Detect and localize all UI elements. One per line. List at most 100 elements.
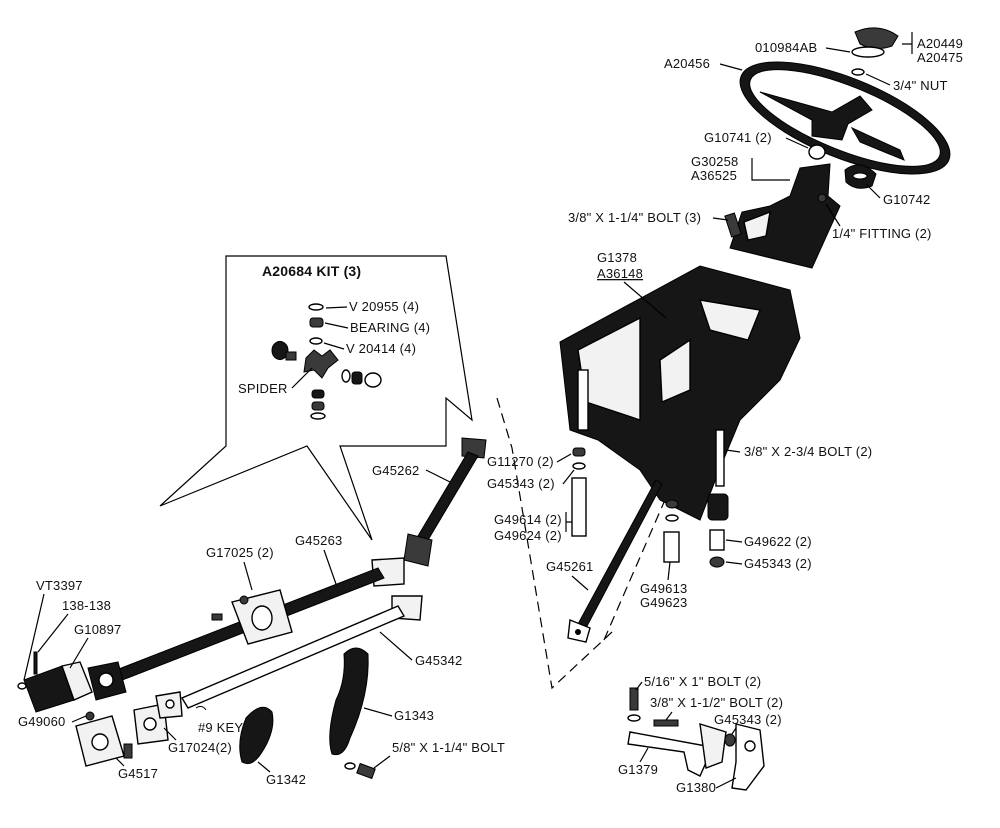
shaft-g45342: [180, 595, 423, 709]
bracket-g1379-ear: [699, 723, 727, 769]
v20955-washer-right: [364, 372, 382, 388]
leader-g1342: [257, 761, 271, 773]
leader-g10897: [69, 637, 89, 669]
yoke-g10897-face: [61, 661, 93, 701]
g49614-spacer: [571, 477, 587, 537]
flange-bolt: [724, 212, 742, 238]
bracket-top-face: [698, 299, 761, 341]
bracket-bolt-right: [715, 429, 725, 487]
g45343-nut-right: [709, 556, 725, 568]
label-g11270: G11270 (2): [487, 454, 554, 469]
bolt-5-16-washer: [627, 714, 641, 722]
g17024-hole-b: [165, 699, 175, 709]
label-fitting-1-4: 1/4" FITTING (2): [832, 226, 932, 241]
leader-g17025: [243, 561, 253, 591]
bracket-a20449: [902, 32, 913, 54]
g49060-nut: [85, 711, 95, 721]
v20414-ring-top: [309, 337, 323, 345]
label-g1379: G1379: [618, 762, 658, 777]
leader-g49060: [71, 715, 87, 723]
leader-g10741: [785, 137, 809, 149]
label-a20456: A20456: [664, 56, 710, 71]
end-yoke-assembly: [17, 651, 207, 767]
leader-fitting-1-4: [825, 203, 841, 227]
label-010984ab: 010984AB: [755, 40, 817, 55]
leader-nut-3-4: [865, 73, 891, 86]
label-key-9: #9 KEY: [198, 720, 243, 735]
bracket-g1380: [731, 723, 765, 791]
bearing-cup-right: [351, 371, 363, 385]
label-v20955: V 20955 (4): [349, 299, 419, 314]
leader-010984ab: [825, 47, 851, 53]
pitman-arms: [239, 647, 376, 780]
grease-fitting: [817, 193, 827, 203]
leader-g45343-right: [725, 561, 743, 565]
g4517-screw: [123, 743, 133, 759]
leader-g45263: [323, 549, 337, 585]
key-9: [195, 705, 207, 711]
leader-g49614: [565, 512, 572, 532]
leader-g45262: [425, 469, 451, 483]
bearing-cup-top: [309, 317, 324, 328]
bolt-5-8: [356, 762, 376, 780]
steering-wheel-group: [739, 27, 951, 189]
g45343-washer-lower: [724, 733, 736, 747]
label-nut-3-4: 3/4" NUT: [893, 78, 948, 93]
leader-spider: [291, 367, 313, 389]
arm-g1342: [239, 706, 274, 765]
leader-g1378: [623, 281, 667, 319]
label-g10742: G10742: [883, 192, 930, 207]
label-g1378: G1378: [597, 250, 637, 265]
label-g45342: G45342: [415, 653, 462, 668]
bracket-rib: [659, 338, 691, 404]
label-g1380: G1380: [676, 780, 716, 795]
bolt-3-8-1-1-2: [653, 719, 679, 727]
shaft-g45262: [403, 437, 487, 567]
wheel-hub-spokes: [759, 91, 873, 141]
label-g45261: G45261: [546, 559, 593, 574]
label-g45343-upper: G45343 (2): [487, 476, 555, 491]
g10741-bushing: [808, 144, 826, 160]
label-bolt-5-16: 5/16" X 1" BOLT (2): [644, 674, 761, 689]
label-spider: SPIDER: [238, 381, 288, 396]
label-g17025: G17025 (2): [206, 545, 274, 560]
horn-ring: [851, 46, 885, 58]
g17024-hole-a: [143, 717, 157, 731]
spider-assembly: [271, 303, 382, 420]
leader-g1343: [363, 707, 393, 717]
label-bolt-5-8: 5/8" X 1-1/4" BOLT: [392, 740, 505, 755]
label-g49613: G49613: [640, 581, 687, 596]
label-g45262: G45262: [372, 463, 419, 478]
leader-bolt-3-8-2-3-4: [725, 449, 741, 453]
label-g49060: G49060: [18, 714, 65, 729]
column-flange-hi: [743, 210, 771, 241]
spider-cross: [303, 349, 339, 379]
leader-g10742: [865, 183, 881, 199]
callout-outline: [159, 255, 473, 541]
pillow-block-bolt: [239, 595, 249, 605]
label-g10897: G10897: [74, 622, 121, 637]
label-a20475: A20475: [917, 50, 963, 65]
horn-button: [854, 27, 899, 50]
v20955-washer-bottom: [310, 412, 326, 420]
leader-g45261: [571, 575, 589, 591]
steering-column-housing: [724, 163, 841, 269]
label-bearing: BEARING (4): [350, 320, 430, 335]
shaft-g45262-joint: [403, 533, 433, 567]
bracket-g1380-hole: [744, 740, 756, 752]
label-g49614: G49614 (2): [494, 512, 562, 527]
label-vt3397: VT3397: [36, 578, 83, 593]
label-138-138: 138-138: [62, 598, 111, 613]
bolt-5-16: [629, 687, 639, 711]
leader-g11270: [556, 453, 572, 463]
leader-g17024: [163, 727, 177, 741]
label-bolt-3-8-1-1-2: 3/8" X 1-1/2" BOLT (2): [650, 695, 783, 710]
g11270-nut: [572, 447, 586, 457]
leader-g49622: [725, 539, 743, 543]
bearing-cup-bottom-b: [311, 401, 325, 411]
v20955-washer-top: [308, 303, 324, 311]
label-g1343: G1343: [394, 708, 434, 723]
label-g45343-lower: G45343 (2): [714, 712, 782, 727]
g49613-spacer: [663, 531, 680, 563]
